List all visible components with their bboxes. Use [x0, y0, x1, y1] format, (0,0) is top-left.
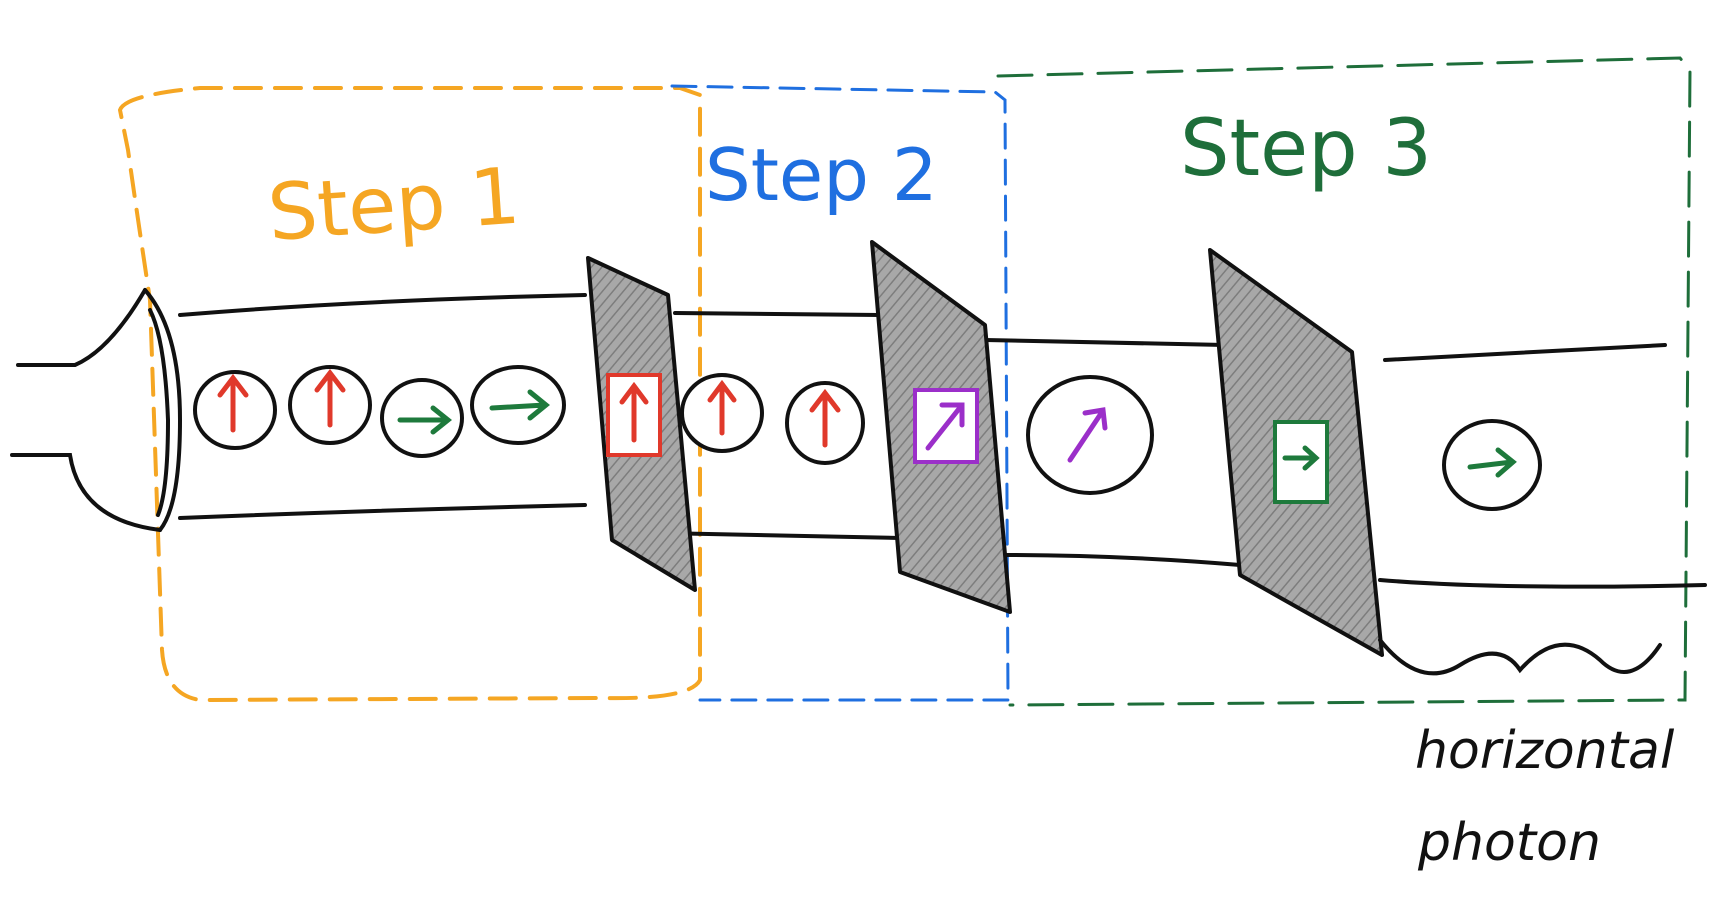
wave-squiggle [1378, 638, 1662, 676]
horizontal-arrow-icon [397, 405, 453, 435]
photon-horizontal-1 [380, 378, 464, 458]
step1-label: Step 1 [265, 152, 523, 259]
filter1-axis-vertical-icon [606, 373, 662, 457]
photon-horizontal-output [1442, 419, 1542, 511]
filter3-axis-horizontal-icon [1273, 420, 1329, 504]
beam-segment-4 [1378, 343, 1707, 589]
photon-vertical-4 [785, 381, 865, 465]
horizontal-arrow-icon [1467, 447, 1517, 478]
photon-vertical-2 [288, 365, 372, 445]
step1-box [117, 86, 702, 703]
filter2-axis-diagonal-icon [913, 388, 979, 464]
step2-box [670, 84, 1010, 702]
vertical-arrow-icon [314, 368, 346, 428]
photon-diagonal-1 [1026, 375, 1154, 495]
annotation-line2: photon [1417, 813, 1601, 873]
annotation-line1: horizontal [1415, 721, 1675, 781]
photon-vertical-1 [193, 370, 277, 450]
step2-label: Step 2 [705, 133, 938, 217]
light-source [10, 288, 183, 532]
beam-segment-2 [658, 311, 902, 540]
diagonal-arrow-icon [1067, 407, 1108, 463]
vertical-arrow-icon [809, 388, 841, 448]
photon-horizontal-2 [470, 365, 566, 445]
vertical-arrow-icon [217, 373, 249, 433]
horizontal-arrow-icon [489, 389, 550, 421]
beam-segment-1 [178, 293, 587, 520]
beam-segment-3 [983, 338, 1242, 567]
step3-box [996, 56, 1692, 707]
vertical-arrow-icon [707, 379, 737, 436]
photon-vertical-3 [680, 373, 764, 453]
step3-label: Step 3 [1180, 104, 1432, 194]
